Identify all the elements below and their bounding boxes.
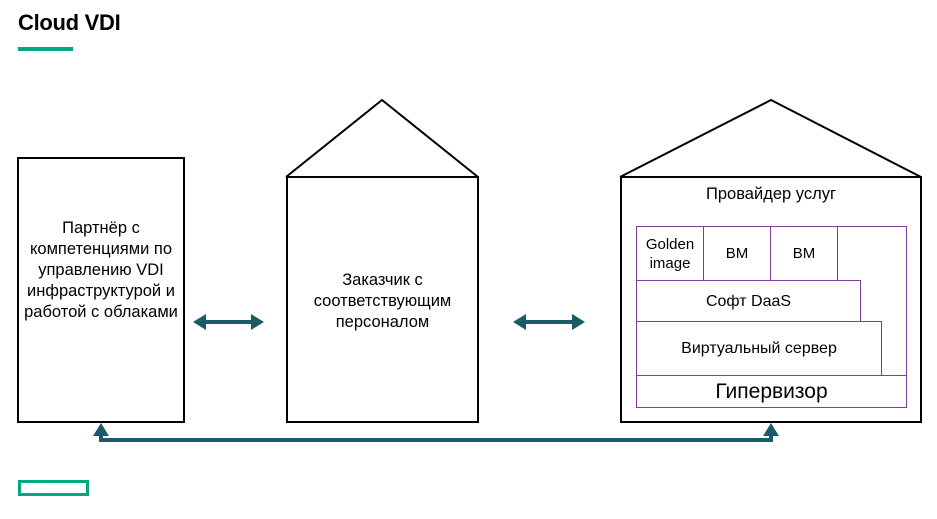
hypervisor-label: Гипервизор [715, 380, 828, 403]
golden-image-label: Golden image [645, 235, 695, 272]
partner-label: Партнёр с компетенциями по управлению VD… [24, 219, 178, 321]
provider-roof [619, 98, 922, 178]
bottom-connector-arrow [93, 423, 779, 442]
vm-label-2: ВМ [792, 245, 816, 262]
double-arrow-partner-customer [193, 314, 264, 330]
partner-box [17, 157, 185, 423]
title-underline [18, 47, 73, 51]
hypervisor-block [636, 375, 907, 408]
golden-image-block [636, 226, 704, 281]
page-title: Cloud VDI [18, 10, 121, 35]
vm-label-1: ВМ [725, 245, 749, 262]
customer-box [286, 176, 479, 423]
provider-title: Провайдер услуг [706, 185, 836, 203]
double-arrow-customer-provider [513, 314, 585, 330]
customer-roof [285, 98, 479, 178]
virtual-server-label: Виртуальный сервер [681, 340, 837, 357]
daas-label: Софт DaaS [705, 292, 792, 310]
vm-block-1 [703, 226, 771, 281]
brand-logo-rectangle [18, 480, 89, 496]
customer-label: Заказчик с соответствующим персоналом [313, 271, 452, 331]
vm-block-2 [770, 226, 838, 281]
